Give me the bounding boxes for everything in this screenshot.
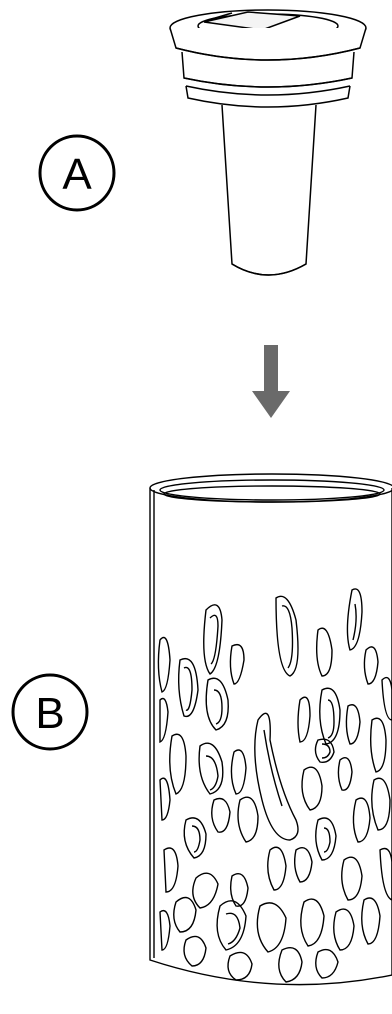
label-b-text: B [35, 689, 64, 738]
label-a-badge: A [40, 136, 114, 210]
lantern-perforations [158, 589, 392, 982]
label-b-badge: B [13, 675, 87, 749]
down-arrow-icon [252, 345, 290, 418]
lantern-shell [150, 474, 392, 985]
label-a-text: A [62, 150, 92, 199]
solar-insert [170, 10, 366, 275]
